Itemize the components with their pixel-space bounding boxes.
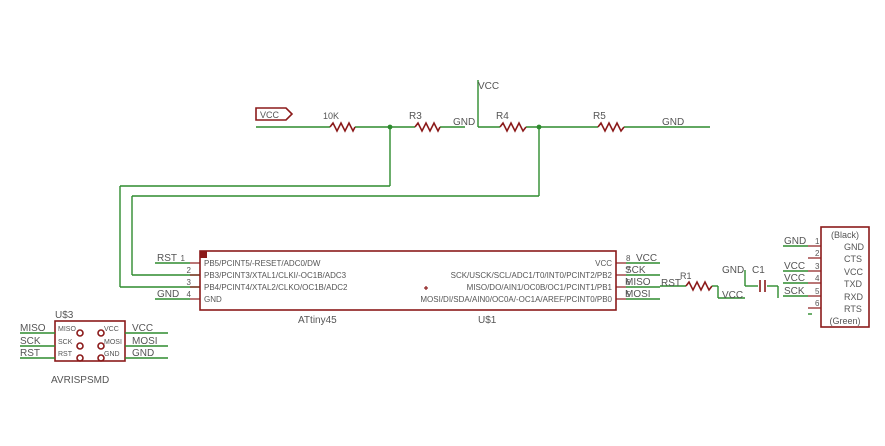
pin-number: 2: [187, 266, 192, 275]
pin-number: 1: [181, 254, 186, 263]
net-label: SCK: [784, 286, 805, 297]
pin-function-label: CTS: [844, 254, 862, 264]
pin-function-label: MISO/DO/AIN1/OC0B/OC1/PCINT1/PB1: [467, 283, 613, 292]
resistors: [329, 121, 625, 133]
net-label: GND: [132, 348, 154, 359]
pin-function-label: SCK/USCK/SCL/ADC1/T0/INT0/PCINT2/PB2: [451, 271, 613, 280]
pin-number: 6: [626, 278, 631, 287]
net-label: VCC: [784, 261, 805, 272]
net-label: MOSI: [132, 336, 158, 347]
gnd-c1-label: GND: [722, 265, 744, 276]
pin-number: 3: [815, 262, 820, 271]
net-label: VCC: [636, 253, 657, 264]
pin-function-label: VCC: [844, 267, 864, 277]
pin-number: 5: [626, 290, 631, 299]
isp-pin-label: VCC: [104, 326, 119, 333]
ftdi-bottom-label: (Green): [829, 316, 860, 326]
junction-dot: [536, 124, 542, 130]
attiny45-chip: 1 2 3 4 RST GND PB5/PCINT5/-RESET/ADC0/D…: [155, 250, 660, 326]
isp-pad: [76, 329, 84, 337]
isp-pin-label: RST: [58, 351, 73, 358]
pin-number: 6: [815, 299, 820, 308]
resistor-10k: [329, 121, 356, 133]
vcc-port-label: VCC: [260, 110, 280, 120]
pin-number: 4: [815, 274, 820, 283]
ftdi-header: (Black) (Green) 1 2 3 4 5 6 GND CTS VCC …: [783, 226, 870, 328]
pin1-marker: [200, 251, 207, 258]
pin-number: 2: [815, 249, 820, 258]
r1-label: R1: [680, 271, 692, 281]
vcc-top-label: VCC: [478, 81, 499, 92]
pin-number: 5: [815, 287, 820, 296]
attiny45-body: [199, 250, 617, 311]
vcc-r1-label: VCC: [722, 290, 743, 301]
net-label: RST: [157, 253, 177, 264]
chip-name: ATtiny45: [298, 315, 337, 326]
avrisp-name: AVRISPSMD: [51, 375, 109, 386]
net-label: MOSI: [625, 289, 651, 300]
net-label: RST: [20, 348, 40, 359]
pin-function-label: MOSI/DI/SDA/AIN0/OC0A/-OC1A/AREF/PCINT0/…: [420, 295, 612, 304]
net-label: GND: [157, 289, 179, 300]
pin-number: 4: [187, 290, 192, 299]
resistor-r1: [685, 280, 713, 292]
r1-value-label: 10K: [323, 111, 339, 121]
pin-number: 3: [187, 278, 192, 287]
pin-function-label: PB3/PCINT3/XTAL1/CLKI/-OC1B/ADC3: [204, 271, 347, 280]
gnd-r5-label: GND: [662, 117, 684, 128]
ftdi-top-label: (Black): [831, 230, 859, 240]
r5-label: R5: [593, 111, 606, 122]
isp-pin-label: MISO: [58, 326, 76, 333]
chip-ref: U$1: [478, 315, 497, 326]
net-label: MISO: [20, 323, 46, 334]
isp-pad: [97, 329, 105, 337]
rst-r1-label: RST: [661, 278, 681, 289]
pin-function-label: TXD: [844, 279, 863, 289]
avrisp-ref: U$3: [55, 310, 74, 321]
isp-pin-label: MOSI: [104, 339, 122, 346]
gnd-r3-label: GND: [453, 117, 475, 128]
pin-number: 1: [815, 237, 820, 246]
pin-function-label: PB5/PCINT5/-RESET/ADC0/DW: [204, 259, 321, 268]
r4-label: R4: [496, 111, 509, 122]
isp-pad: [97, 354, 105, 362]
c1-label: C1: [752, 265, 765, 276]
pin-function-label: RXD: [844, 292, 864, 302]
capacitor-c1: GND C1: [722, 265, 779, 298]
pin-function-label: PB4/PCINT4/XTAL2/CLKO/OC1B/ADC2: [204, 283, 348, 292]
r3-label: R3: [409, 111, 422, 122]
pin-function-label: VCC: [595, 259, 612, 268]
pin-number: 8: [626, 254, 631, 263]
pin-function-label: RTS: [844, 304, 862, 314]
pin-function-label: GND: [844, 242, 865, 252]
junction-dot: [387, 124, 393, 130]
vcc-port-shape: [255, 107, 294, 121]
top-labels: VCC 10K R3 GND R4 R5 GND: [323, 81, 684, 128]
net-label: VCC: [784, 273, 805, 284]
cross-marker: [424, 286, 428, 290]
avrisp-header: U$3 AVRISPSMD MISO SCK RST VCC MOSI GND …: [20, 310, 168, 386]
avrisp-body: [54, 320, 126, 362]
net-label: SCK: [20, 336, 41, 347]
pin-function-label: GND: [204, 295, 222, 304]
top-wires: [119, 80, 710, 288]
net-label: SCK: [625, 265, 646, 276]
isp-pad: [76, 354, 84, 362]
ftdi-body: [820, 226, 870, 328]
net-label: GND: [784, 236, 806, 247]
resistor-r5: [597, 121, 625, 133]
resistor-r3: [414, 121, 441, 133]
vcc-port: VCC: [255, 107, 294, 121]
net-label: MISO: [625, 277, 651, 288]
isp-pad: [76, 342, 84, 350]
isp-pin-label: GND: [104, 351, 120, 358]
isp-pin-label: SCK: [58, 339, 73, 346]
resistor-r4: [499, 121, 527, 133]
isp-pad: [97, 342, 105, 350]
reset-resistor: RST R1 VCC: [660, 271, 745, 301]
net-label: VCC: [132, 323, 153, 334]
pin-number: 7: [626, 266, 631, 275]
